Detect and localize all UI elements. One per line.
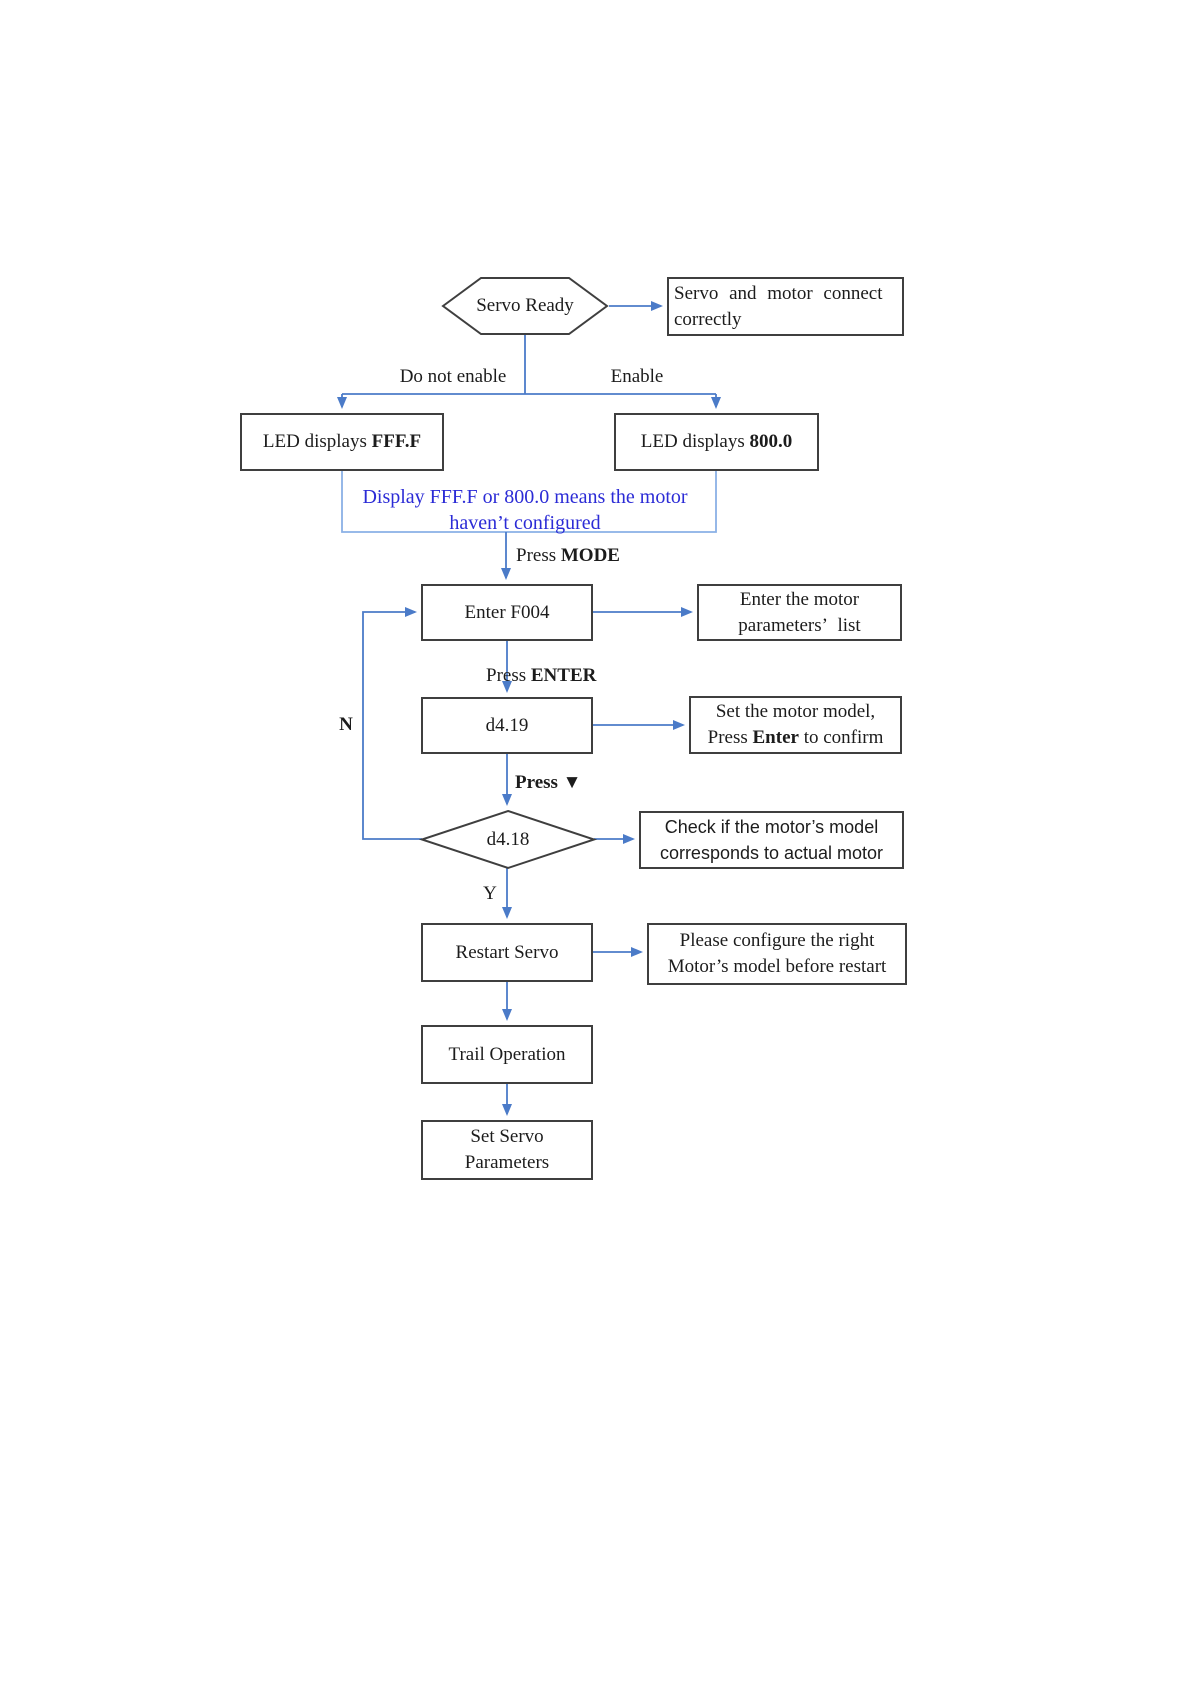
- node-shape-set-motor-model: [689, 696, 902, 754]
- edge-d418-n-loop: [362, 607, 422, 840]
- node-shape-servo-ready: [441, 277, 609, 335]
- node-servo-ready: Servo Ready: [476, 295, 574, 316]
- node-shape-please-configure: [647, 923, 907, 985]
- node-shape-d4-19: [421, 697, 593, 754]
- node-enter-f004: Enter F004: [464, 601, 550, 623]
- label-enable: Enable: [610, 366, 664, 387]
- node-restart-servo: Restart Servo: [455, 941, 559, 963]
- node-shape-servo-motor-connect: [667, 277, 904, 336]
- node-shape-enter-motor-parameters-list: [697, 584, 902, 641]
- node-shape-enter-f004: [421, 584, 593, 641]
- node-shape-led-displays-fff: [240, 413, 444, 471]
- label-branch-y: Y: [483, 883, 497, 904]
- node-trail-operation: Trail Operation: [448, 1043, 566, 1065]
- node-set-motor-model: Set the motor model,Press Enter to confi…: [707, 701, 884, 748]
- label-press-down: Press ▼: [515, 772, 582, 793]
- label-press-enter: Press ENTER: [486, 665, 597, 686]
- label-do-not-enable: Do not enable: [399, 366, 507, 387]
- node-d4-18: d4.18: [486, 828, 530, 850]
- node-d4-19: d4.19: [485, 714, 529, 736]
- edge-merge-800: [506, 470, 717, 533]
- node-led-displays-800: LED displays 800.0: [640, 431, 793, 452]
- node-shape-restart-servo: [421, 923, 593, 982]
- label-branch-n: N: [339, 714, 353, 735]
- edge-fff-merge: [341, 470, 506, 533]
- label-press-mode: Press MODE: [516, 545, 620, 566]
- node-shape-led-displays-800: [614, 413, 819, 471]
- node-shape-check-motor-model: [639, 811, 904, 869]
- node-shape-set-servo-parameters: [421, 1120, 593, 1180]
- node-led-displays-fff: LED displays FFF.F: [262, 431, 422, 452]
- node-shape-trail-operation: [421, 1025, 593, 1084]
- node-shape-d4-18: [418, 809, 598, 870]
